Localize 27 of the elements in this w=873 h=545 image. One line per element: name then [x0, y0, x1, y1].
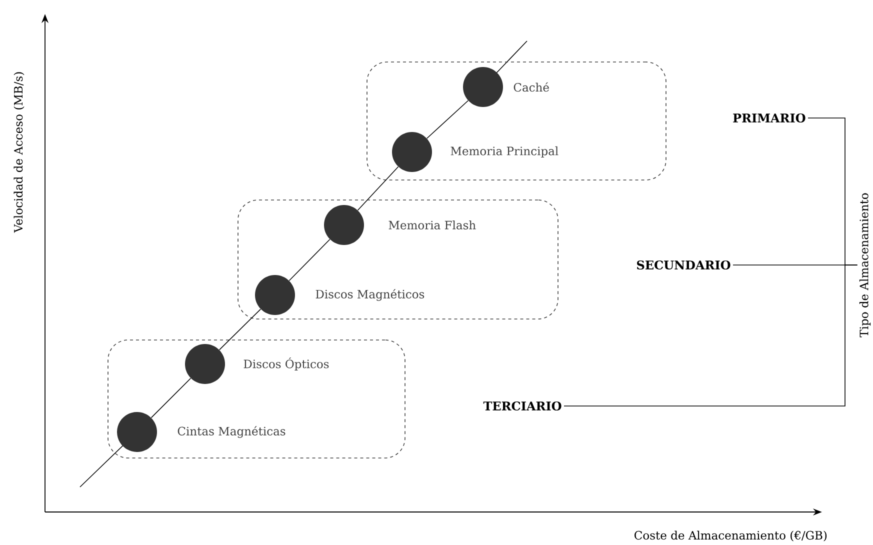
axis-label: Coste de Almacenamiento (€/GB) — [634, 530, 827, 542]
node-label: Discos Magnéticos — [316, 289, 424, 301]
group-box — [366, 62, 666, 180]
level-dot — [255, 275, 295, 315]
category-label: TERCIARIO — [483, 401, 562, 411]
bracket-line — [564, 264, 858, 406]
diagonal-line — [426, 100, 468, 139]
diagonal-line — [150, 378, 192, 418]
node-label: Discos Ópticos — [244, 357, 329, 370]
group-box — [238, 200, 558, 320]
level-dot — [392, 132, 432, 172]
diagonal-line — [219, 308, 262, 350]
node-label: Memoria Flash — [388, 220, 476, 230]
category-label: PRIMARIO — [733, 113, 806, 123]
axis-title: Tipo de Almacenamiento — [859, 193, 871, 338]
node-label: Caché — [514, 82, 549, 92]
node-label: Cintas Magnéticas — [178, 426, 286, 438]
level-dot — [185, 344, 225, 384]
diagonal-line — [288, 238, 330, 281]
axis-label: Velocidad de Acceso (MB/s) — [14, 72, 24, 233]
level-dot — [117, 412, 157, 452]
group-box — [108, 340, 406, 458]
diagonal-line — [357, 166, 399, 211]
node-label: Memoria Principal — [450, 146, 558, 158]
category-label: SECUNDARIO — [637, 260, 730, 270]
level-dot — [324, 205, 364, 245]
level-dot — [463, 67, 503, 107]
